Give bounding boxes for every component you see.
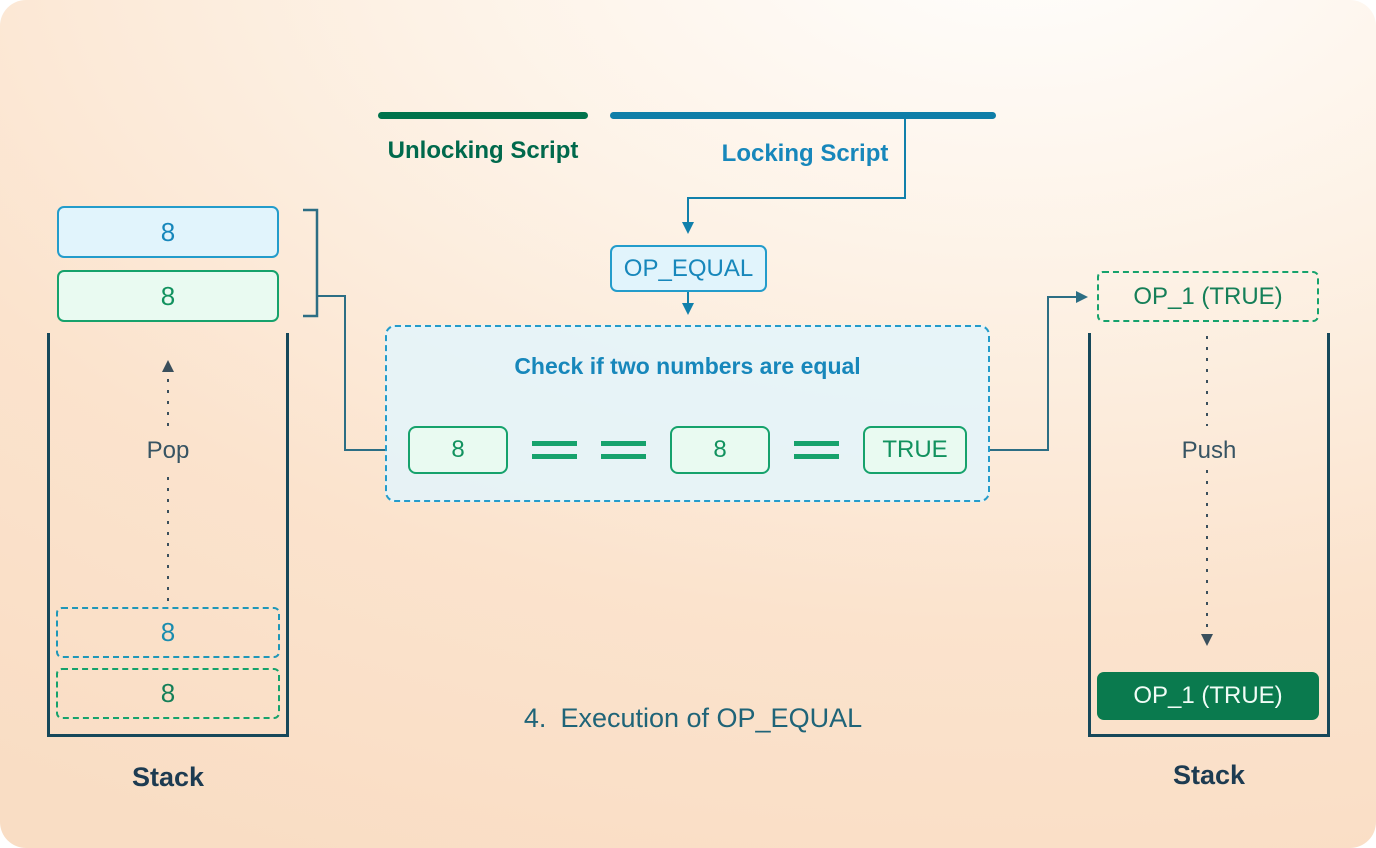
ghost-item: 8 bbox=[56, 668, 280, 719]
equals-icon bbox=[601, 441, 646, 459]
popped-item: 8 bbox=[57, 270, 279, 322]
popped-items-bracket bbox=[303, 208, 319, 318]
locking-to-opcode-connector bbox=[682, 119, 906, 234]
left-stack-label: Stack bbox=[131, 762, 205, 792]
check-panel-title: Check if two numbers are equal bbox=[514, 353, 861, 379]
locking-script-bar bbox=[610, 112, 996, 119]
caption-number: 4. bbox=[523, 703, 547, 733]
figure-caption: 4. Execution of OP_EQUAL bbox=[388, 703, 998, 734]
check-panel: Check if two numbers are equal 8 8 TRUE bbox=[385, 325, 990, 502]
popped-to-check-connector bbox=[317, 295, 385, 451]
unlocking-script-bar bbox=[378, 112, 588, 119]
incoming-item: OP_1 (TRUE) bbox=[1097, 271, 1319, 322]
opcode-box: OP_EQUAL bbox=[610, 245, 767, 292]
popped-item: 8 bbox=[57, 206, 279, 258]
right-stack-label: Stack bbox=[1172, 760, 1246, 790]
check-to-push-connector bbox=[990, 291, 1088, 451]
right-stack-container bbox=[1088, 333, 1330, 737]
caption-text: Execution of OP_EQUAL bbox=[560, 703, 863, 733]
equals-icon bbox=[794, 441, 839, 459]
check-expression-row: 8 8 TRUE bbox=[387, 426, 988, 474]
equals-icon bbox=[532, 441, 577, 459]
left-stack-container bbox=[47, 333, 289, 737]
result-chip: TRUE bbox=[863, 426, 967, 474]
operand-right-chip: 8 bbox=[670, 426, 770, 474]
unlocking-script-label: Unlocking Script bbox=[387, 137, 579, 164]
push-label: Push bbox=[1181, 437, 1237, 464]
operand-left-chip: 8 bbox=[408, 426, 508, 474]
locking-script-label: Locking Script bbox=[721, 140, 889, 167]
stack-top-item: OP_1 (TRUE) bbox=[1097, 672, 1319, 720]
pop-label: Pop bbox=[146, 437, 190, 464]
ghost-item: 8 bbox=[56, 607, 280, 658]
